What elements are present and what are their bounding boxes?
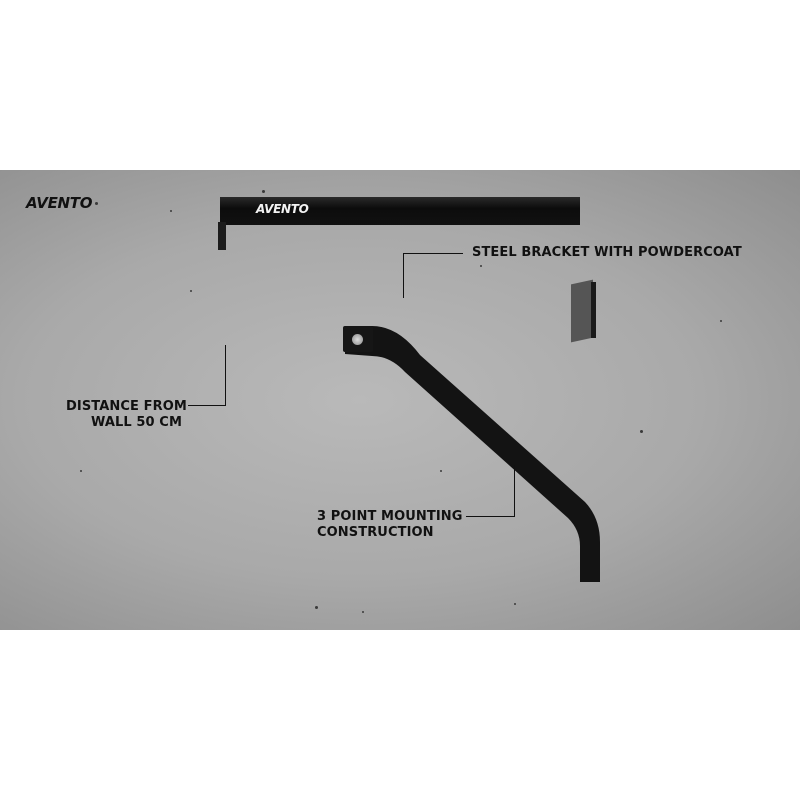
avento-logo: AVENTO: [26, 194, 93, 212]
wall-speck: [190, 290, 192, 292]
bolt-icon: [352, 334, 363, 345]
wall-speck: [440, 470, 442, 472]
wall-speck: [315, 606, 318, 609]
wall-speck: [262, 190, 265, 193]
callout-mounting-line1: 3 POINT MOUNTING: [317, 509, 463, 524]
horizontal-bracket-bar: AVENTO: [220, 197, 580, 225]
callout-line-mounting-horizontal: [466, 516, 515, 517]
callout-mounting-line2: CONSTRUCTION: [317, 525, 434, 540]
callout-line-mounting-vertical: [514, 465, 515, 517]
callout-line-steel-vertical: [403, 253, 404, 298]
concrete-wall-background: AVENTO AVENTO STEEL BRACKET WITH POWDERC…: [0, 170, 800, 630]
callout-line-distance-vertical: [225, 345, 226, 406]
callout-distance-line1: DISTANCE FROM: [66, 399, 187, 414]
callout-steel-bracket: STEEL BRACKET WITH POWDERCOAT: [472, 245, 742, 260]
wall-mount-plate: [571, 279, 593, 343]
bag-hook-tab: [218, 222, 226, 250]
wall-speck: [95, 202, 98, 205]
wall-speck: [80, 470, 82, 472]
wall-speck: [720, 320, 722, 322]
callout-distance-line2: WALL 50 CM: [90, 415, 182, 430]
wall-speck: [170, 210, 172, 212]
wall-speck: [480, 265, 482, 267]
callout-line-distance-horizontal: [188, 405, 226, 406]
callout-line-steel-horizontal: [403, 253, 463, 254]
bar-avento-logo: AVENTO: [256, 202, 309, 216]
wall-speck: [514, 603, 516, 605]
wall-speck: [362, 611, 364, 613]
wall-speck: [640, 430, 643, 433]
wall-mount-plate-edge: [591, 282, 596, 338]
